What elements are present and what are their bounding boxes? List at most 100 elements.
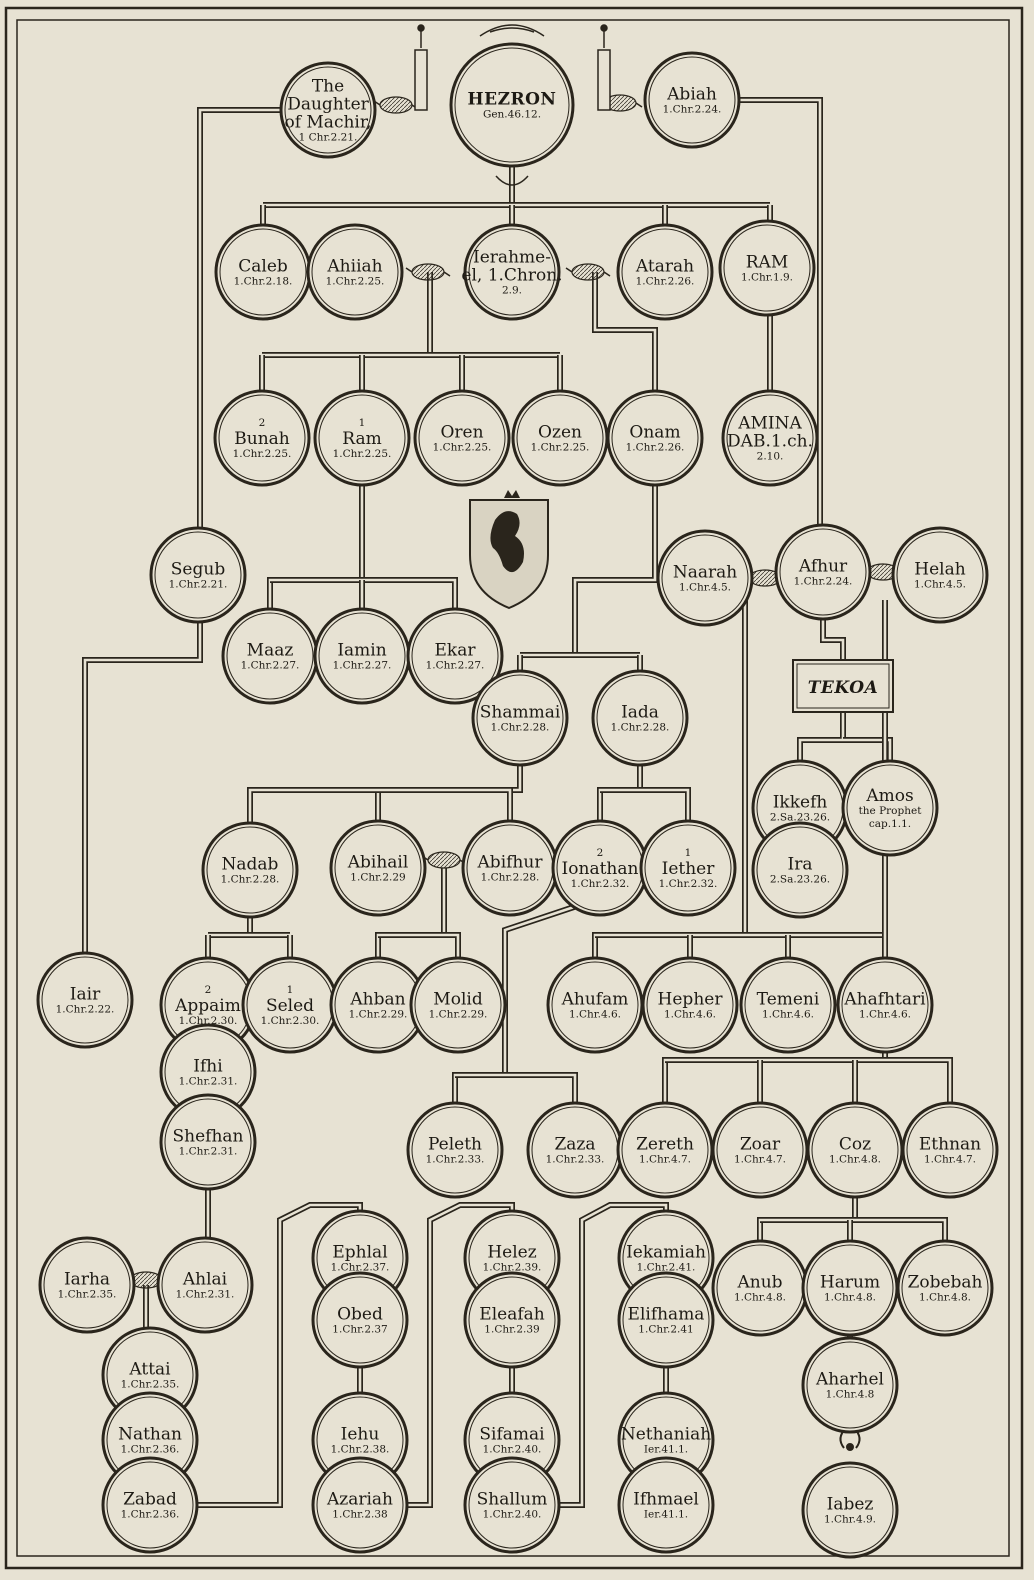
node-reference: Ier.41.1.: [644, 1444, 688, 1456]
node-reference: Gen.46.12.: [483, 109, 541, 121]
node-name: Elifhama: [628, 1305, 705, 1325]
node-name: Iarha: [64, 1270, 110, 1290]
node-reference: 1.Chr.2.24.: [663, 104, 722, 116]
node-reference: 1.Chr.2.27.: [333, 660, 392, 672]
node-name: Nathan: [118, 1425, 182, 1445]
node-name: Ahiiah: [326, 257, 382, 277]
node-name: Iekamiah: [626, 1243, 706, 1263]
handshake-ierahmeel-atarah: [565, 263, 611, 281]
node-reference: 1.Chr.2.37: [332, 1324, 387, 1336]
node-name: Azariah: [326, 1490, 393, 1510]
node-reference: 1.Chr.2.28.: [611, 722, 670, 734]
node-reference: 1.Chr.2.38: [332, 1509, 387, 1521]
node-name: Iada: [621, 703, 659, 723]
node-name: Ephlal: [332, 1243, 387, 1263]
node-name: Ikkefh: [773, 793, 828, 813]
node-reference: 1.Chr.4.8.: [919, 1292, 971, 1304]
node-reference: 2.Sa.23.26.: [770, 874, 830, 886]
node-reference: 1.Chr.2.18.: [234, 276, 293, 288]
node-name: Zabad: [123, 1490, 177, 1510]
node-name: Ahufam: [561, 990, 629, 1010]
node-name: Harum: [820, 1273, 880, 1293]
node-name: Molid: [433, 990, 483, 1010]
node-name: Helez: [487, 1243, 536, 1263]
node-reference: 1.Chr.4.7.: [639, 1154, 691, 1166]
node-name-line: el, 1.Chron.: [461, 266, 562, 286]
node-reference: 1.Chr.1.9.: [741, 272, 793, 284]
node-reference: 1.Chr.4.8.: [824, 1292, 876, 1304]
node-reference: 1.Chr.2.37.: [331, 1262, 390, 1274]
node-reference: Ier.41.1.: [644, 1509, 688, 1521]
tekoa-plaque: [792, 659, 894, 713]
node-reference: 1.Chr.2.40.: [483, 1509, 542, 1521]
node-reference: 1.Chr.4.8.: [734, 1292, 786, 1304]
node-name: Ekar: [435, 641, 477, 661]
node-reference: 1.Chr.2.35.: [121, 1379, 180, 1391]
node-name: Eleafah: [479, 1305, 544, 1325]
node-name-line: the Prophet: [859, 805, 923, 817]
node-reference: 1.Chr.2.31.: [179, 1146, 238, 1158]
node-reference: 1.Chr.2.25.: [326, 276, 385, 288]
node-reference: 1.Chr.2.25.: [433, 442, 492, 454]
node-reference: 1.Chr.2.24.: [794, 576, 853, 588]
node-reference: 1.Chr.2.29.: [429, 1009, 488, 1021]
node-name: Naarah: [673, 563, 737, 583]
node-reference: 1.Chr.2.35.: [58, 1289, 117, 1301]
node-reference: 1.Chr.2.28.: [481, 872, 540, 884]
node-name: Iether: [662, 859, 716, 879]
node-reference: 1.Chr.2.41.: [637, 1262, 696, 1274]
node-name: Bunah: [234, 429, 290, 449]
node-reference: 1.Chr.2.32.: [659, 878, 718, 890]
node-reference: 1.Chr.4.8.: [829, 1154, 881, 1166]
node-number: 1: [359, 417, 366, 429]
node-reference: 1.Chr.2.25.: [531, 442, 590, 454]
node-name: Ira: [788, 855, 813, 875]
node-name: Abihail: [347, 853, 409, 873]
node-reference: 1.Chr.2.39.: [483, 1262, 542, 1274]
node-reference: 1.Chr.2.22.: [56, 1004, 115, 1016]
node-reference: 1.Chr.4.7.: [924, 1154, 976, 1166]
node-reference: 1.Chr.2.27.: [241, 660, 300, 672]
node-name: Anub: [736, 1273, 782, 1293]
node-name: RAM: [746, 253, 788, 273]
node-name-line: of Machir,: [284, 113, 371, 133]
handshake-ornaments: [123, 94, 906, 1289]
node-name: Hepher: [658, 990, 724, 1010]
node-name: Nethaniah: [621, 1425, 711, 1445]
node-number: 2: [259, 417, 266, 429]
node-name: Shefhan: [173, 1127, 244, 1147]
node-reference: 2.Sa.23.26.: [770, 812, 830, 824]
node-name-line: AMINA: [737, 414, 802, 434]
node-name: Temeni: [757, 990, 820, 1010]
node-name: Ionathan: [562, 859, 639, 879]
node-name: Nadab: [222, 855, 279, 875]
